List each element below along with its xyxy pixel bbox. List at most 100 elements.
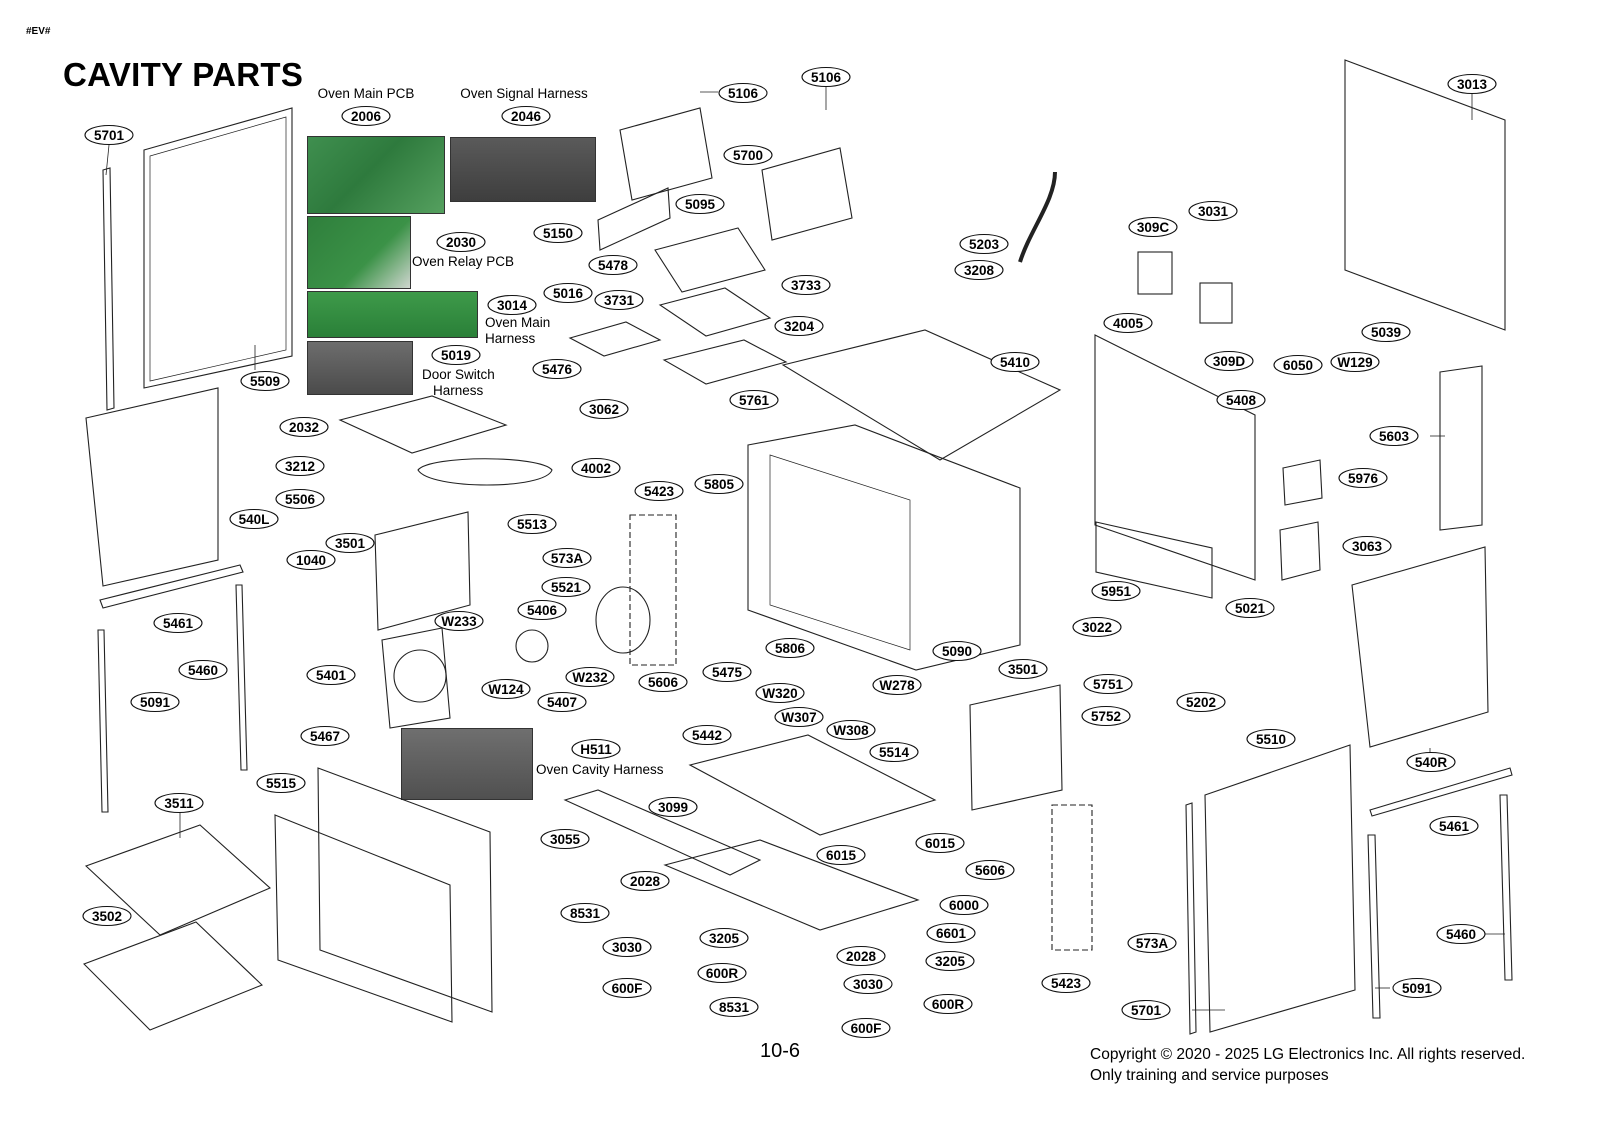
part-label-w320: W320 [755, 682, 805, 704]
cap-main-pcb-line-1: Oven Main PCB [318, 86, 415, 101]
svg-text:3099: 3099 [658, 800, 688, 815]
shelf-3501-left [374, 511, 471, 631]
part-label-w308: W308 [826, 719, 876, 741]
svg-text:3055: 3055 [550, 832, 581, 847]
part-label-5091: 5091 [130, 691, 180, 713]
svg-text:600R: 600R [932, 997, 965, 1012]
plate-5761 [662, 339, 788, 385]
part-label-3022: 3022 [1072, 616, 1122, 638]
rail-5461-left [99, 564, 244, 609]
part-label-5203: 5203 [959, 233, 1009, 255]
svg-text:5407: 5407 [547, 695, 577, 710]
part-label-600r: 600R [697, 962, 747, 984]
bottom-frame-3055 [563, 789, 762, 876]
door-seal-5515 [274, 814, 453, 1023]
part-label-3031: 3031 [1188, 200, 1238, 222]
svg-text:3013: 3013 [1457, 77, 1488, 92]
part-label-5460: 5460 [178, 659, 228, 681]
door-5510 [1204, 744, 1356, 1033]
cap-cavity-harness-line-1: Oven Cavity Harness [536, 762, 664, 777]
svg-text:5606: 5606 [648, 675, 679, 690]
part-label-573a: 573A [542, 547, 592, 569]
svg-text:3731: 3731 [604, 293, 635, 308]
svg-text:3511: 3511 [164, 796, 194, 811]
part-label-3062: 3062 [579, 398, 629, 420]
svg-text:600F: 600F [612, 981, 643, 996]
back-wall-3013 [1344, 59, 1506, 331]
part-label-w129: W129 [1330, 351, 1380, 373]
part-label-3013: 3013 [1447, 73, 1497, 95]
svg-text:5751: 5751 [1093, 677, 1124, 692]
svg-text:5951: 5951 [1101, 584, 1132, 599]
case-3731 [568, 321, 662, 357]
part-label-w307: W307 [774, 706, 824, 728]
svg-text:3205: 3205 [709, 931, 740, 946]
svg-text:W307: W307 [781, 710, 816, 725]
svg-text:3502: 3502 [92, 909, 122, 924]
svg-text:5106: 5106 [728, 86, 759, 101]
svg-text:5021: 5021 [1235, 601, 1266, 616]
part-label-5423: 5423 [1041, 972, 1091, 994]
svg-text:5467: 5467 [310, 729, 340, 744]
cap-relay-pcb-line-1: Oven Relay PCB [412, 254, 514, 269]
svg-text:2032: 2032 [289, 420, 319, 435]
motor-box-5106b [761, 147, 853, 241]
header-tag: #EV# [26, 26, 51, 37]
bottom-element-5442 [688, 734, 937, 836]
part-label-8531: 8531 [709, 996, 759, 1018]
part-label-3733: 3733 [781, 274, 831, 296]
svg-text:H511: H511 [580, 742, 612, 757]
svg-text:5401: 5401 [316, 668, 347, 683]
part-label-3208: 3208 [954, 259, 1004, 281]
cap-main-harness-line-1: Oven Main [485, 315, 550, 330]
svg-text:5410: 5410 [1000, 355, 1030, 370]
svg-text:5460: 5460 [1446, 927, 1476, 942]
svg-text:5039: 5039 [1371, 325, 1401, 340]
part-label-5976: 5976 [1338, 467, 1388, 489]
vent-5976 [1282, 459, 1323, 506]
part-label-3030: 3030 [602, 936, 652, 958]
copyright-notice: Copyright © 2020 - 2025 LG Electronics I… [1090, 1044, 1525, 1086]
part-label-5401: 5401 [306, 664, 356, 686]
page-title: CAVITY PARTS [63, 56, 304, 93]
svg-text:5606: 5606 [975, 863, 1006, 878]
part-label-6601: 6601 [926, 922, 976, 944]
svg-text:5603: 5603 [1379, 429, 1410, 444]
part-label-5091: 5091 [1392, 977, 1442, 999]
part-label-5407: 5407 [537, 691, 587, 713]
part-label-3205: 3205 [699, 927, 749, 949]
part-label-3511: 3511 [154, 792, 204, 814]
svg-text:5091: 5091 [140, 695, 171, 710]
bracket-5951 [1095, 521, 1213, 599]
plate-2032 [338, 395, 508, 454]
oven-main-harness-photo [307, 291, 478, 338]
part-label-5476: 5476 [532, 358, 582, 380]
part-label-573a: 573A [1127, 932, 1177, 954]
latch-3733 [658, 287, 772, 337]
svg-text:600F: 600F [851, 1021, 882, 1036]
lock-5423-right [1051, 804, 1093, 951]
part-label-5751: 5751 [1083, 673, 1133, 695]
svg-text:3733: 3733 [791, 278, 822, 293]
page-number: 10-6 [760, 1040, 801, 1062]
part-label-5021: 5021 [1225, 597, 1275, 619]
part-label-5514: 5514 [869, 741, 919, 763]
part-label-5467: 5467 [300, 725, 350, 747]
part-label-5460: 5460 [1436, 923, 1486, 945]
svg-text:5761: 5761 [739, 393, 770, 408]
svg-text:5095: 5095 [685, 197, 716, 212]
svg-text:8531: 8531 [719, 1000, 750, 1015]
svg-text:5423: 5423 [1051, 976, 1082, 991]
svg-text:5019: 5019 [441, 348, 471, 363]
part-label-3063: 3063 [1342, 535, 1392, 557]
strip-5603 [1439, 365, 1483, 531]
part-label-5701: 5701 [1121, 999, 1171, 1021]
svg-text:W308: W308 [833, 723, 869, 738]
part-label-5701: 5701 [84, 124, 134, 146]
cap-main-harness-line-2: Harness [485, 331, 536, 346]
part-label-5150: 5150 [533, 222, 583, 244]
